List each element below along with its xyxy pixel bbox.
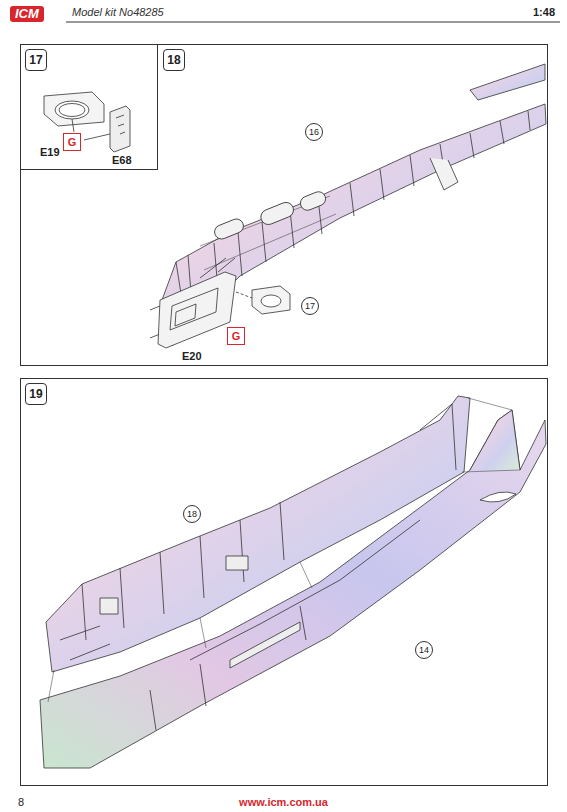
paint-code: G — [232, 331, 241, 342]
paint-code-box: G — [227, 327, 245, 345]
callout-circle: 14 — [415, 641, 433, 659]
callout-number: 18 — [187, 510, 197, 519]
website: www.icm.com.ua — [239, 796, 328, 808]
step-number: 17 — [25, 49, 47, 71]
scale: 1:48 — [533, 6, 555, 18]
kit-number: Model kit No48285 — [72, 6, 164, 18]
callout-number: 14 — [419, 646, 429, 655]
callout-number: 17 — [305, 302, 315, 311]
step-number: 18 — [163, 49, 185, 71]
step-panel: 19 18 14 — [20, 378, 548, 786]
callout-circle: 17 — [301, 297, 319, 315]
step-number: 19 — [25, 383, 47, 405]
step-panel: 181617G — [20, 44, 548, 366]
paint-code-box: G — [63, 133, 81, 151]
callout-circle: 16 — [305, 123, 323, 141]
callout-number: 16 — [309, 128, 319, 137]
brand-logo: ICM — [10, 6, 44, 22]
part-number: E68 — [112, 154, 132, 166]
step-panel: 17G — [20, 44, 158, 170]
part-number: E19 — [40, 146, 60, 158]
paint-code: G — [68, 137, 77, 148]
callout-circle: 18 — [183, 505, 201, 523]
part-number: E20 — [182, 350, 202, 362]
page-number: 8 — [18, 796, 24, 808]
